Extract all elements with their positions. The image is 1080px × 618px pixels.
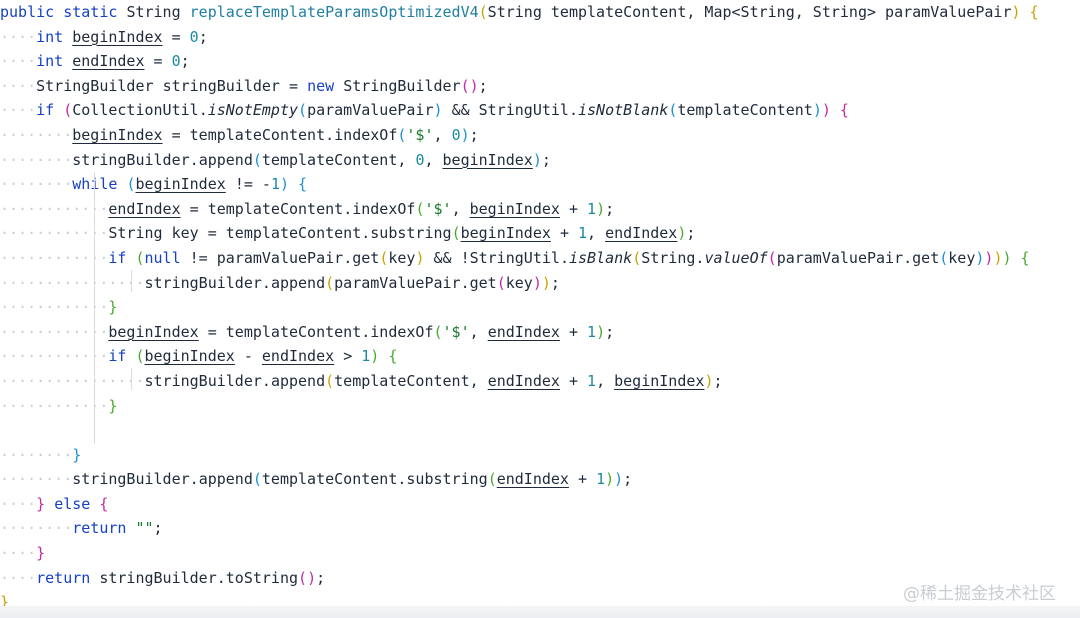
code-line: ····return stringBuilder.toString(); xyxy=(0,568,326,587)
code-line: ········beginIndex = templateContent.ind… xyxy=(0,125,479,144)
code-line: ····StringBuilder stringBuilder = new St… xyxy=(0,76,488,95)
code-line: ········while (beginIndex != -1) { xyxy=(0,175,308,194)
code-line: ····int endIndex = 0; xyxy=(0,52,190,71)
watermark: @稀土掘金技术社区 xyxy=(903,584,1056,604)
code-line: ················stringBuilder.append(par… xyxy=(0,273,560,292)
code-line: ············} xyxy=(0,396,118,415)
code-line: ········stringBuilder.append(templateCon… xyxy=(0,470,633,489)
code-line: public static String replaceTemplatePara… xyxy=(0,3,1039,21)
indent-guide xyxy=(131,368,132,390)
code-line: ············beginIndex = templateContent… xyxy=(0,322,615,341)
code-line: ····int beginIndex = 0; xyxy=(0,27,208,46)
code-line: ············} xyxy=(0,298,118,317)
code-line: ········} xyxy=(0,445,82,464)
code-line: ····} else { xyxy=(0,494,109,513)
code-line: } xyxy=(0,593,10,612)
code-line: ····if (CollectionUtil.isNotEmpty(paramV… xyxy=(0,101,849,120)
editor-bottom-edge xyxy=(0,606,1080,618)
code-line: ············endIndex = templateContent.i… xyxy=(0,199,615,218)
code-line: ················stringBuilder.append(tem… xyxy=(0,371,723,390)
indent-guide xyxy=(131,270,132,292)
indent-guide xyxy=(94,172,95,444)
code-line: ············String key = templateContent… xyxy=(0,224,696,243)
code-line: ············if (null != paramValuePair.g… xyxy=(0,248,1030,267)
code-line: ····} xyxy=(0,544,46,563)
code-line: ············if (beginIndex - endIndex > … xyxy=(0,347,398,366)
code-line: ········stringBuilder.append(templateCon… xyxy=(0,150,551,169)
code-line: ········return ""; xyxy=(0,519,163,538)
code-line xyxy=(0,418,1080,443)
